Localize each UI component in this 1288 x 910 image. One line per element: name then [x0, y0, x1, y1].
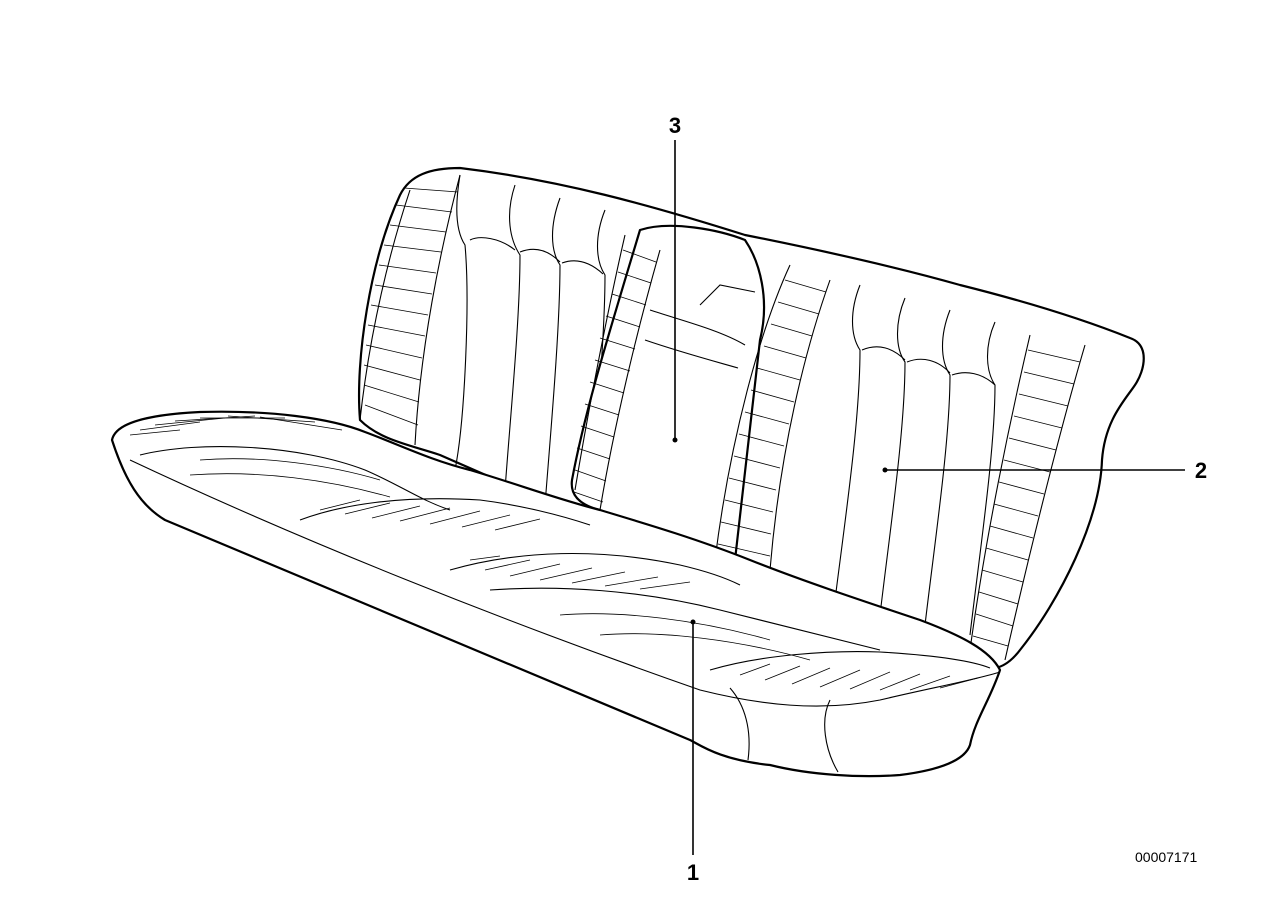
callout-number-1: 1: [687, 860, 699, 885]
right-backrest-pleats: [834, 284, 996, 636]
seat-cushion: [110, 410, 1002, 778]
right-seat-section: [449, 552, 991, 691]
callout-3: 3: [669, 113, 681, 443]
callout-1: 1: [687, 619, 699, 885]
right-center-bolster: [714, 264, 831, 571]
callout-number-2: 2: [1195, 458, 1207, 483]
center-armrest-ribs: [573, 249, 657, 503]
backrest: [357, 166, 1145, 670]
callout-number-3: 3: [669, 113, 681, 138]
diagram-number: 00007171: [1135, 849, 1198, 865]
center-armrest: [570, 224, 766, 562]
callout-2: 2: [882, 458, 1207, 483]
right-bolster: [969, 334, 1086, 661]
left-seat-section: [129, 415, 591, 531]
left-bolster: [359, 174, 461, 446]
